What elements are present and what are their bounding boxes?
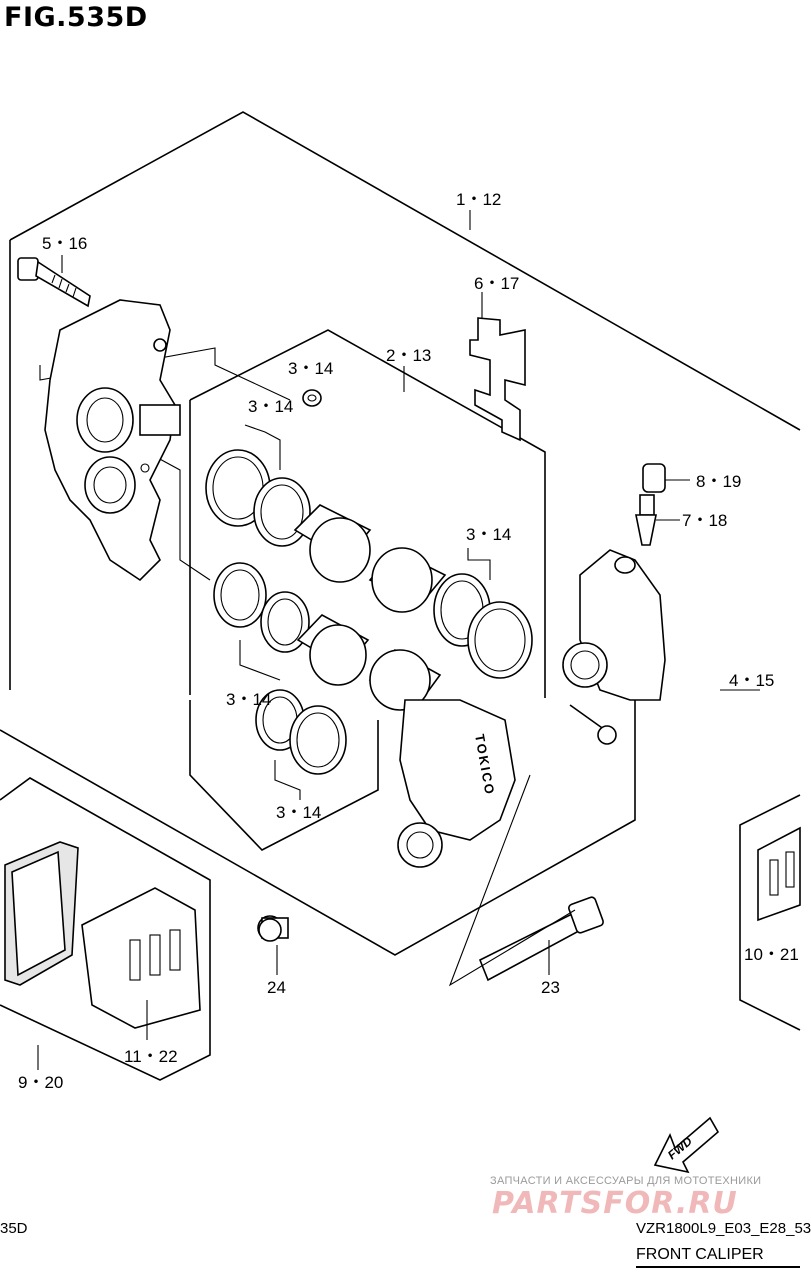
callout-1-12: 1・12 <box>456 190 501 209</box>
pistons <box>293 504 447 711</box>
pin-bolt-4 <box>569 689 760 745</box>
seal-kit-outline <box>189 329 546 698</box>
bushing-24 <box>257 915 289 975</box>
callout-24: 24 <box>267 978 286 997</box>
callout-23: 23 <box>541 978 560 997</box>
diagram-code-left: 35D <box>0 1220 28 1237</box>
caption-underline <box>636 1266 800 1268</box>
callout-3-14-c: 3・14 <box>466 525 511 544</box>
assembly-outline <box>9 111 801 431</box>
figure-title: FIG.535D <box>4 2 148 33</box>
watermark-tagline: ЗАПЧАСТИ И АКСЕССУАРЫ ДЛЯ МОТОТЕХНИКИ <box>490 1175 762 1187</box>
callout-6-17: 6・17 <box>474 274 519 293</box>
callout-8-19: 8・19 <box>696 472 741 491</box>
pad-set-right-outline <box>739 794 801 1031</box>
callout-11-22: 11・22 <box>124 1047 178 1066</box>
seal-rings <box>205 389 533 775</box>
callout-3-14-d: 3・14 <box>226 690 271 709</box>
callout-2-13: 2・13 <box>386 346 431 365</box>
callout-9-20: 9・20 <box>18 1073 63 1092</box>
watermark-logo: PARTSFOR.RU <box>492 1186 738 1221</box>
pad-set-left-outline <box>0 777 211 1081</box>
brake-pad-right <box>757 826 801 922</box>
fwd-arrow-icon: FWD <box>653 1116 720 1174</box>
bleeder-cap-8 <box>642 463 690 493</box>
pad-shim-11 <box>81 887 201 1040</box>
pad-spring-6 <box>469 292 526 442</box>
caliper-body-right <box>562 549 666 701</box>
callout-10-21: 10・21 <box>744 945 799 964</box>
bolt-5 <box>17 255 91 308</box>
caliper-body-left <box>44 299 181 582</box>
callout-4-15: 4・15 <box>729 671 774 690</box>
brake-pad-left <box>4 841 79 986</box>
bleeder-screw-7 <box>635 494 680 546</box>
diagram-caption: FRONT CALIPER <box>636 1246 764 1263</box>
callout-3-14-e: 3・14 <box>276 803 321 822</box>
callout-7-18: 7・18 <box>682 511 727 530</box>
bolt-23 <box>448 774 604 987</box>
caliper-front-casting: TOKICO <box>397 699 516 868</box>
callout-3-14-a: 3・14 <box>288 359 333 378</box>
diagram-code-right: VZR1800L9_E03_E28_53 <box>636 1220 811 1237</box>
callout-5-16: 5・16 <box>42 234 87 253</box>
callout-3-14-b: 3・14 <box>248 397 293 416</box>
